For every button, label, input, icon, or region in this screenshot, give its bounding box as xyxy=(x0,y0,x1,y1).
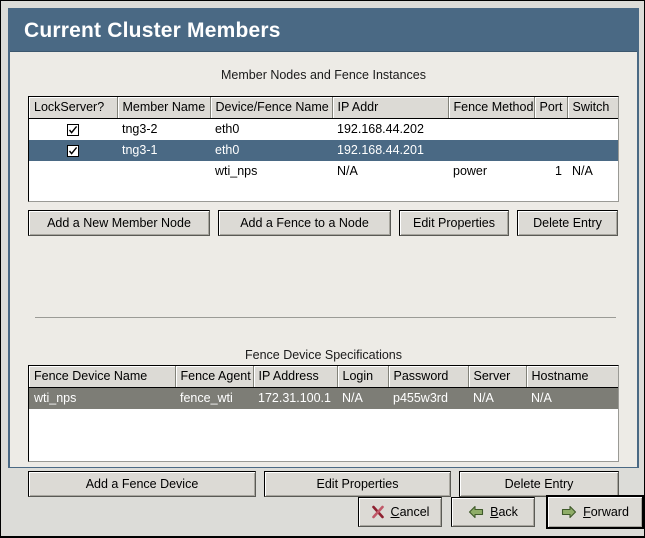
cell-port xyxy=(534,118,567,140)
member-actions-toolbar: Add a New Member Node Add a Fence to a N… xyxy=(28,210,619,236)
cell-ip-addr: 192.168.44.202 xyxy=(332,118,448,140)
col-hostname[interactable]: Hostname xyxy=(526,366,618,388)
member-table-empty-area xyxy=(29,181,618,201)
cell-fence-agent: fence_wti xyxy=(175,387,253,409)
col-fence-method[interactable]: Fence Method xyxy=(448,97,535,119)
members-section-caption: Member Nodes and Fence Instances xyxy=(221,68,426,82)
cancel-x-icon xyxy=(371,505,385,519)
panel-body: Member Nodes and Fence Instances LockSer… xyxy=(10,52,637,497)
cell-ip-addr: 192.168.44.201 xyxy=(332,139,448,161)
back-button[interactable]: Back xyxy=(451,497,535,527)
col-switch[interactable]: Switch xyxy=(567,97,618,119)
col-fence-agent[interactable]: Fence Agent xyxy=(175,366,254,388)
lockserver-checkbox-checked[interactable] xyxy=(67,123,79,136)
content-panel: Current Cluster Members Member Nodes and… xyxy=(8,8,639,497)
table-header-row: Fence Device Name Fence Agent IP Address… xyxy=(29,366,618,388)
forward-button[interactable]: Forward xyxy=(546,495,644,529)
cancel-button[interactable]: Cancel xyxy=(358,497,442,527)
table-row[interactable]: tng3-2 eth0 192.168.44.202 xyxy=(29,118,618,140)
table-row[interactable]: wti_nps N/A power 1 N/A xyxy=(29,160,618,182)
add-fence-to-node-button[interactable]: Add a Fence to a Node xyxy=(218,210,391,236)
cell-fence-method xyxy=(448,139,534,161)
fence-table-empty-area xyxy=(29,408,618,456)
arrow-right-icon xyxy=(561,505,577,519)
page-title: Current Cluster Members xyxy=(24,18,281,42)
back-button-label: Back xyxy=(490,505,518,519)
col-ip-addr[interactable]: IP Addr xyxy=(332,97,449,119)
cell-lockserver[interactable] xyxy=(29,118,117,140)
cell-fence-method xyxy=(448,118,534,140)
fence-section-caption: Fence Device Specifications xyxy=(244,348,403,362)
dialog-titlebar: Current Cluster Members xyxy=(10,10,637,52)
section-divider xyxy=(35,317,616,318)
forward-button-label: Forward xyxy=(583,505,629,519)
cell-lockserver[interactable] xyxy=(29,139,117,161)
fence-devices-table[interactable]: Fence Device Name Fence Agent IP Address… xyxy=(28,365,619,462)
cell-port xyxy=(534,139,567,161)
cell-fence-device-name: wti_nps xyxy=(29,387,175,409)
cell-member-name: tng3-2 xyxy=(117,118,210,140)
cell-server: N/A xyxy=(468,387,526,409)
cell-device-fence-name: eth0 xyxy=(210,118,332,140)
col-member-name[interactable]: Member Name xyxy=(117,97,211,119)
cell-switch xyxy=(567,139,618,161)
member-nodes-grid: LockServer? Member Name Device/Fence Nam… xyxy=(29,97,618,182)
col-server[interactable]: Server xyxy=(468,366,527,388)
col-lockserver[interactable]: LockServer? xyxy=(29,97,118,119)
cell-member-name: tng3-1 xyxy=(117,139,210,161)
add-new-member-node-button[interactable]: Add a New Member Node xyxy=(28,210,210,236)
col-password[interactable]: Password xyxy=(388,366,469,388)
cell-login: N/A xyxy=(337,387,388,409)
cell-member-name xyxy=(117,160,210,182)
cell-hostname: N/A xyxy=(526,387,618,409)
cell-fence-method: power xyxy=(448,160,534,182)
cell-device-fence-name: eth0 xyxy=(210,139,332,161)
cell-port: 1 xyxy=(534,160,567,182)
arrow-left-icon xyxy=(468,505,484,519)
cell-device-fence-name: wti_nps xyxy=(210,160,332,182)
dialog-action-bar: Cancel Back Forward xyxy=(1,487,645,538)
col-device-fence-name[interactable]: Device/Fence Name xyxy=(210,97,333,119)
table-row[interactable]: tng3-1 eth0 192.168.44.201 xyxy=(29,139,618,161)
col-ip-address[interactable]: IP Address xyxy=(253,366,338,388)
cell-switch: N/A xyxy=(567,160,618,182)
cell-lockserver xyxy=(29,160,117,182)
cell-ip-address: 172.31.100.1 xyxy=(253,387,337,409)
col-port[interactable]: Port xyxy=(534,97,568,119)
table-row[interactable]: wti_nps fence_wti 172.31.100.1 N/A p455w… xyxy=(29,387,618,409)
cell-switch xyxy=(567,118,618,140)
cancel-button-label: Cancel xyxy=(390,505,430,519)
fence-devices-grid: Fence Device Name Fence Agent IP Address… xyxy=(29,366,618,409)
table-header-row: LockServer? Member Name Device/Fence Nam… xyxy=(29,97,618,119)
cell-ip-addr: N/A xyxy=(332,160,448,182)
cell-password: p455w3rd xyxy=(388,387,468,409)
col-login[interactable]: Login xyxy=(337,366,389,388)
edit-member-properties-button[interactable]: Edit Properties xyxy=(399,210,509,236)
lockserver-checkbox-checked[interactable] xyxy=(67,144,79,157)
col-fence-device-name[interactable]: Fence Device Name xyxy=(29,366,176,388)
delete-member-entry-button[interactable]: Delete Entry xyxy=(517,210,618,236)
member-nodes-table[interactable]: LockServer? Member Name Device/Fence Nam… xyxy=(28,96,619,202)
